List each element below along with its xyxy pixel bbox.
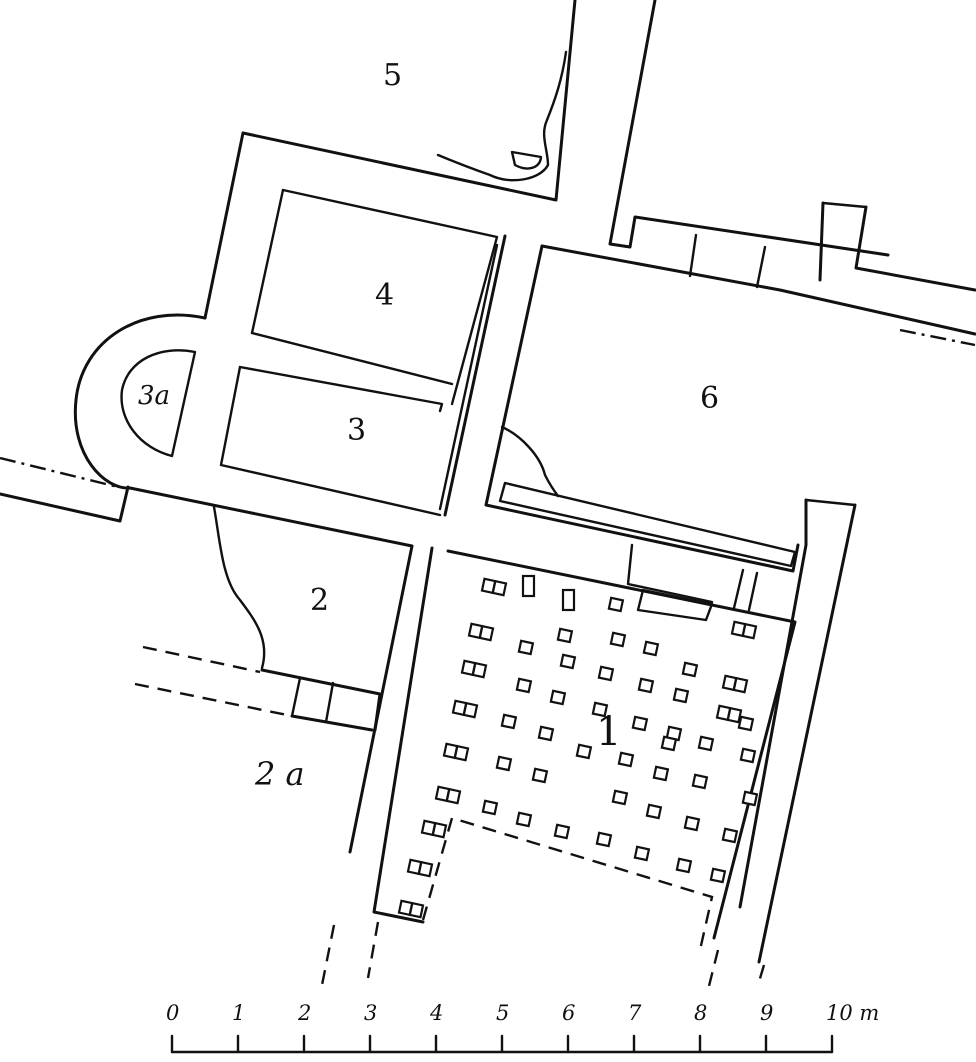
pier	[683, 815, 701, 832]
scale-tick-label: 9	[760, 1001, 773, 1025]
pier	[500, 713, 518, 730]
pier	[709, 867, 727, 884]
pier	[739, 747, 757, 764]
pier	[553, 823, 571, 840]
natural-edges	[500, 425, 560, 498]
double-pier-divider	[471, 661, 477, 677]
pier	[549, 689, 567, 706]
pier	[537, 725, 555, 742]
pier	[617, 751, 635, 768]
room-label-4: 4	[375, 278, 394, 313]
pier	[672, 687, 690, 704]
double-pier-divider	[408, 901, 414, 917]
room-label-6: 6	[700, 381, 719, 416]
walls	[0, 0, 976, 573]
pier	[642, 640, 660, 657]
pier	[556, 627, 574, 644]
pier	[681, 661, 699, 678]
pier	[515, 677, 533, 694]
pier	[737, 715, 755, 732]
scale-tick-label: 8	[694, 1001, 707, 1025]
room-label-3a: 3a	[138, 381, 170, 411]
pier	[531, 767, 549, 784]
pier	[597, 665, 615, 682]
pier	[633, 845, 651, 862]
courtyard-piers	[397, 574, 759, 919]
pier	[609, 631, 627, 648]
pier	[631, 715, 649, 732]
double-pier	[561, 588, 576, 612]
pier	[691, 773, 709, 790]
pier	[721, 827, 739, 844]
room-2-walls	[134, 505, 382, 732]
double-pier-divider	[417, 860, 423, 876]
room-label-3: 3	[347, 413, 366, 448]
scale-bar: 0 1 2 3 4 5 6 7 8 9 10 m	[166, 1001, 879, 1054]
pier	[559, 653, 577, 670]
room-1-walls	[320, 498, 857, 991]
scale-tick-label: 1	[232, 1001, 245, 1025]
pier	[517, 639, 535, 656]
room-label-5: 5	[383, 58, 402, 93]
pier	[591, 701, 609, 718]
scale-tick-label: 6	[562, 1001, 575, 1025]
pier	[495, 755, 513, 772]
double-pier-divider	[478, 624, 484, 640]
double-pier-divider	[431, 821, 437, 837]
pier	[645, 803, 663, 820]
pier	[637, 677, 655, 694]
scale-tick-label: 4	[429, 1001, 443, 1025]
pier	[697, 735, 715, 752]
room-labels: 5 4 3a 3 6 2 2 a 1	[138, 58, 719, 793]
pier	[675, 857, 693, 874]
scale-tick-label: 3	[364, 1001, 377, 1025]
room-label-2a: 2 a	[254, 755, 305, 793]
pier	[515, 811, 533, 828]
scale-tick-label: 10 m	[826, 1001, 879, 1025]
room-label-2: 2	[310, 583, 329, 618]
room-5-features	[436, 50, 568, 182]
double-pier-divider	[445, 787, 451, 803]
double-pier-divider	[491, 579, 497, 595]
scale-tick-label: 2	[297, 1001, 311, 1025]
scale-tick-label: 5	[496, 1001, 509, 1025]
scale-tick-label: 7	[628, 1001, 642, 1025]
pier	[575, 743, 593, 760]
double-pier-divider	[453, 744, 459, 760]
pier	[611, 789, 629, 806]
pier	[741, 790, 759, 807]
pier	[660, 735, 678, 752]
pier	[652, 765, 670, 782]
pier	[607, 596, 625, 613]
room-label-1: 1	[596, 709, 621, 755]
scale-tick-label: 0	[166, 1001, 179, 1025]
double-pier-divider	[741, 622, 747, 638]
double-pier-divider	[462, 701, 468, 717]
double-pier	[521, 574, 536, 598]
pier	[595, 831, 613, 848]
double-pier-divider	[726, 706, 732, 722]
pier	[481, 799, 499, 816]
double-pier-divider	[732, 676, 738, 692]
